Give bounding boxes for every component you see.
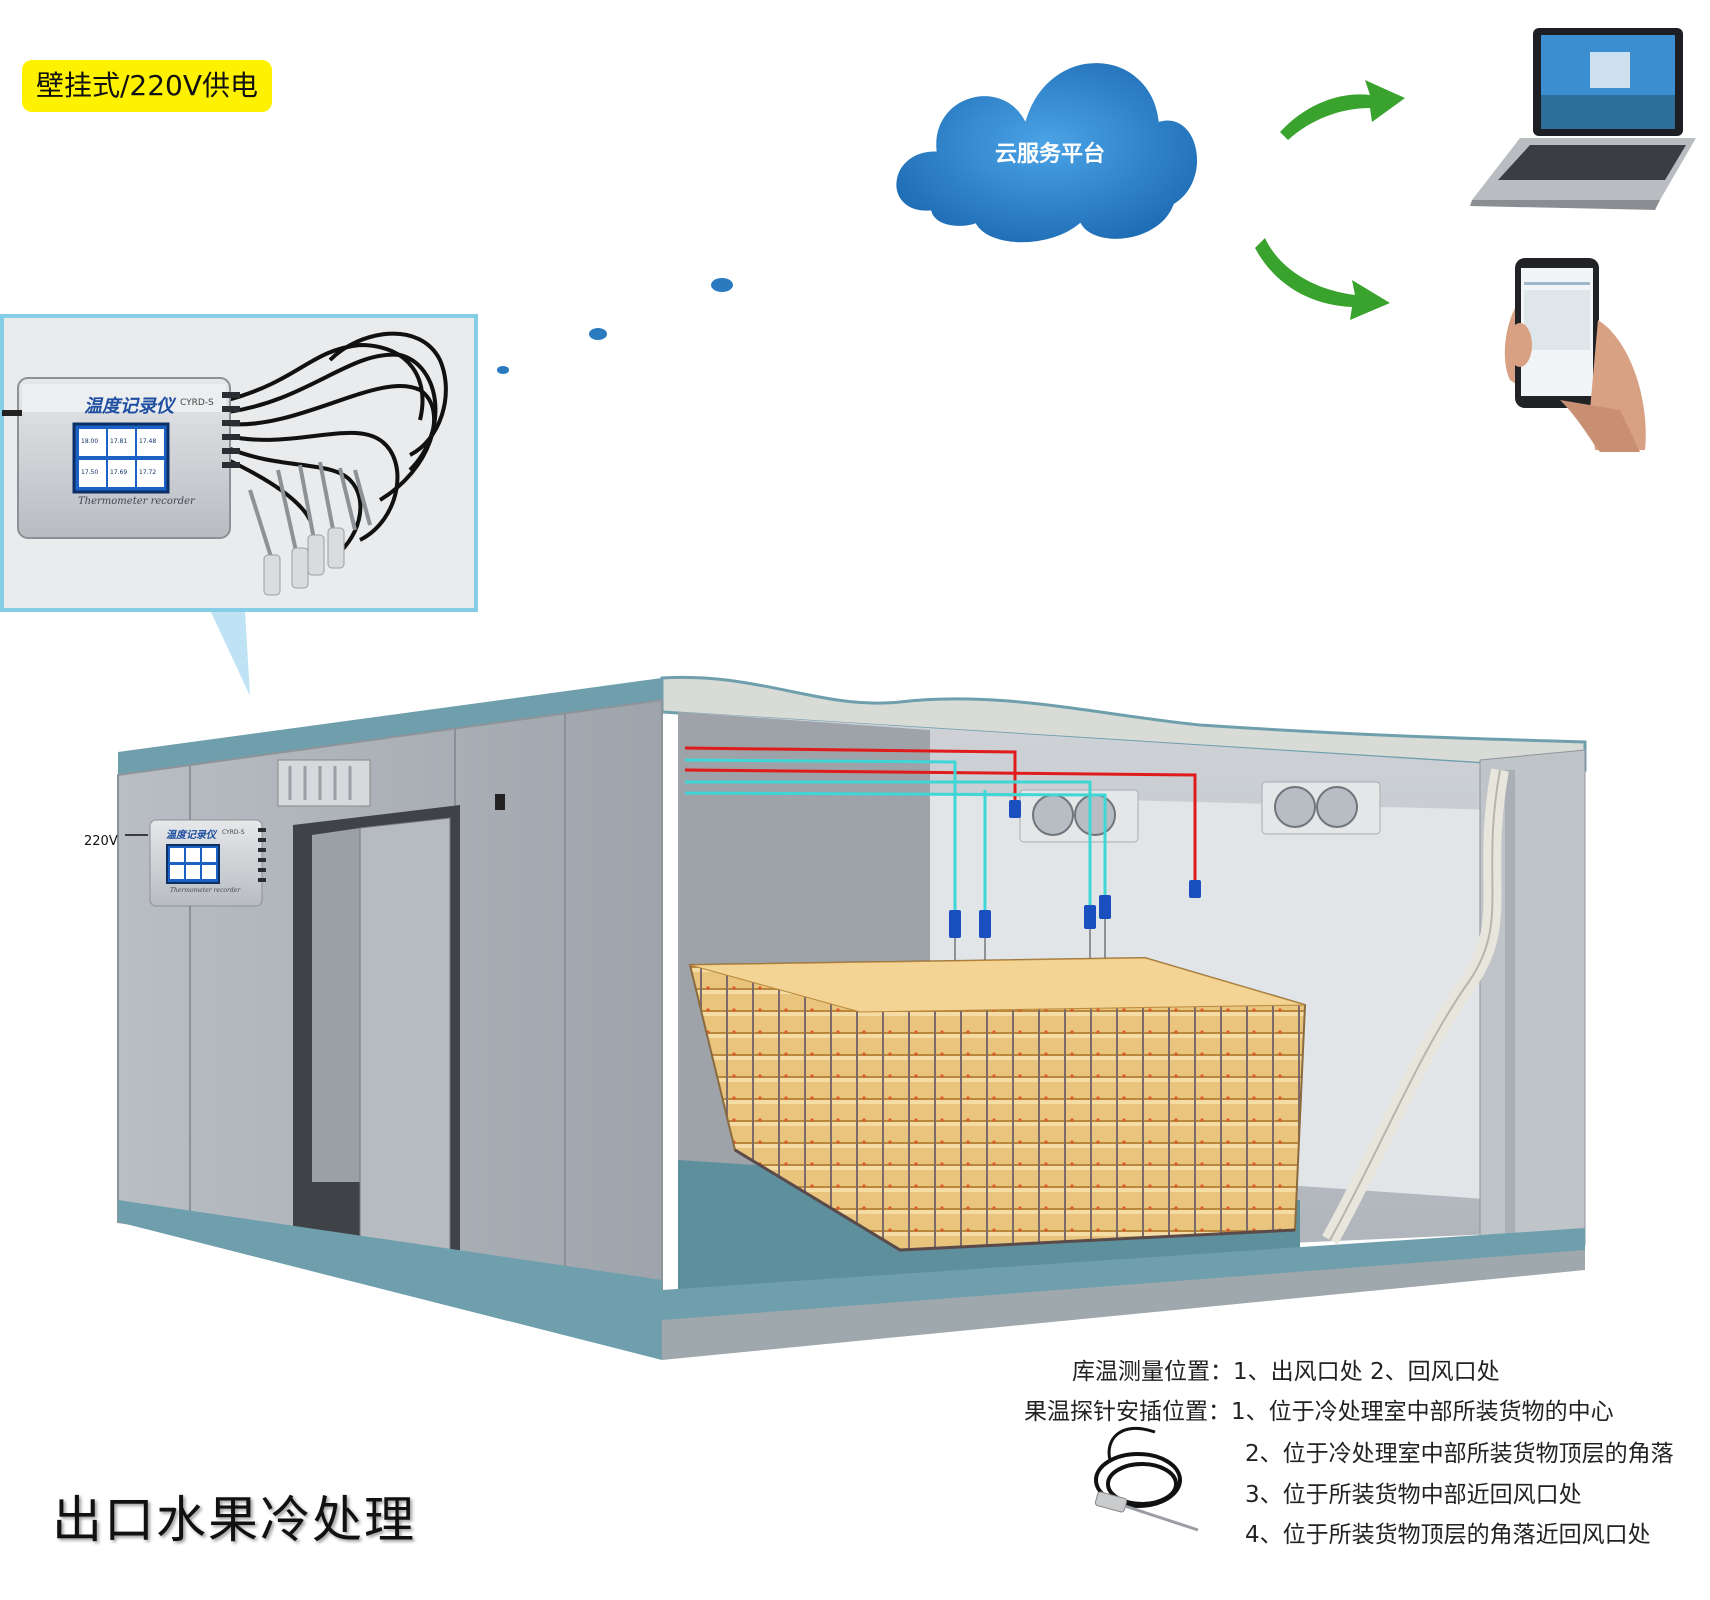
power-label: 220V: [84, 834, 118, 849]
reading: 17.69: [110, 469, 128, 476]
signal-dot: [589, 328, 607, 340]
device-model: CYRD-S: [180, 398, 214, 408]
diagram-title: 出口水果冷处理: [52, 1491, 416, 1549]
signal-dot: [711, 278, 733, 292]
note-probe-4: 4、位于所装货物顶层的角落近回风口处: [1245, 1522, 1651, 1548]
note-probe-3: 3、位于所装货物中部近回风口处: [1245, 1482, 1582, 1508]
reading: 17.72: [139, 469, 157, 476]
phone-icon: [1504, 258, 1646, 452]
device-subtitle: Thermometer recorder: [78, 496, 195, 507]
reading: 17.48: [139, 438, 157, 445]
note-room-temp: 库温测量位置：1、出风口处 2、回风口处: [1072, 1359, 1500, 1385]
reading: 18.00: [81, 438, 99, 445]
note-probe-head: 果温探针安插位置：1、位于冷处理室中部所装货物的中心: [1024, 1399, 1614, 1425]
cloud-label: 云服务平台: [994, 142, 1105, 167]
device-callout: [0, 314, 478, 696]
wall-device-model: CYRD-S: [222, 829, 245, 836]
fan-icon: [1261, 781, 1381, 835]
reading: 17.81: [110, 438, 128, 445]
cloud-icon: [893, 60, 1200, 246]
fan-icon: [1019, 789, 1139, 843]
wall-device: [149, 819, 266, 907]
arrow-icon: [1280, 80, 1405, 140]
device-brand: 温度记录仪: [84, 396, 174, 417]
wall-device-brand: 温度记录仪: [166, 830, 216, 841]
probe-icon: [1094, 1426, 1199, 1532]
signal-dot: [497, 366, 509, 374]
reading: 17.50: [81, 469, 99, 476]
power-badge: 壁挂式/220V供电: [22, 60, 272, 112]
laptop-icon: [1470, 28, 1696, 210]
note-probe-2: 2、位于冷处理室中部所装货物顶层的角落: [1245, 1441, 1674, 1467]
arrow-icon: [1255, 238, 1390, 320]
wall-device-subtitle: Thermometer recorder: [170, 887, 241, 894]
